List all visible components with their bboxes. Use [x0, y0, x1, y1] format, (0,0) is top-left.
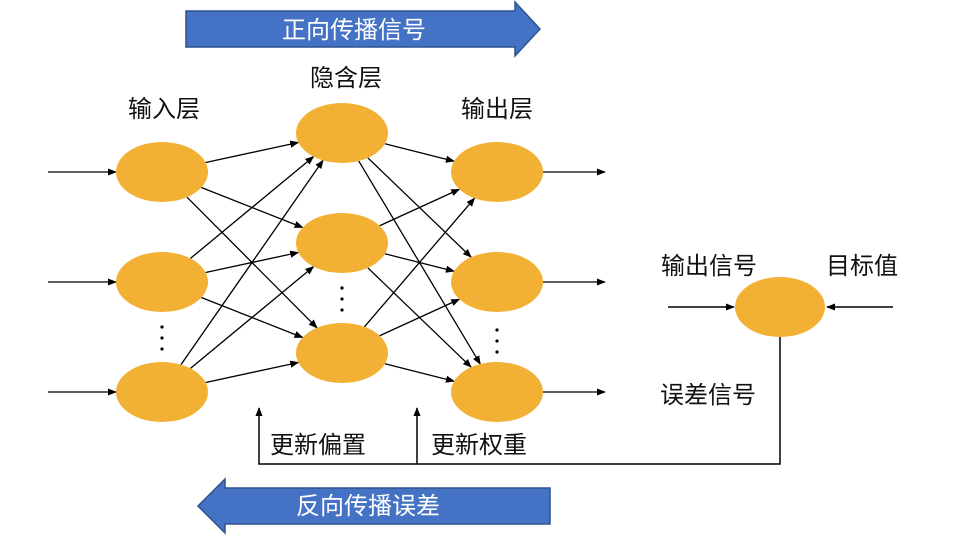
- forward-banner-arrow: [185, 0, 542, 58]
- connections: [48, 140, 606, 396]
- backward-banner-arrow: [196, 477, 551, 535]
- edge-input-2-hidden-0: [180, 159, 324, 366]
- ellipsis-output: [495, 328, 499, 354]
- output-node-1: [451, 252, 543, 312]
- forward-banner-label: 正向传播信号: [282, 16, 426, 44]
- ellipsis-hidden: [340, 286, 344, 312]
- edge-hidden-2-output-1: [379, 298, 461, 337]
- error-node: [735, 277, 825, 337]
- hidden-node-1: [296, 213, 388, 273]
- output-layer-label: 输出层: [461, 95, 533, 123]
- hidden-layer-label: 隐含层: [310, 64, 382, 92]
- update-weights-label: 更新权重: [431, 431, 527, 459]
- edge-input-2-hidden-2: [205, 360, 300, 384]
- hidden-node-0: [296, 103, 388, 163]
- error-signal-label: 误差信号: [660, 381, 756, 409]
- nodes: [116, 103, 543, 422]
- hidden-node-2: [296, 323, 388, 383]
- backward-banner-label: 反向传播误差: [296, 492, 440, 520]
- input-layer-label: 输入层: [128, 95, 200, 123]
- output-node-2: [451, 362, 543, 422]
- update-bias-label: 更新偏置: [270, 431, 366, 459]
- output-node-0: [451, 142, 543, 202]
- edge-input-0-hidden-0: [205, 140, 300, 164]
- edge-input-2-hidden-1: [190, 265, 315, 369]
- input-node-2: [116, 362, 208, 422]
- ellipsis-input: [160, 325, 164, 351]
- edge-hidden-2-output-2: [384, 363, 455, 383]
- target-value-label: 目标值: [826, 252, 898, 280]
- edge-input-1-hidden-0: [190, 155, 315, 259]
- output-signal-label: 输出信号: [661, 252, 757, 280]
- edge-hidden-0-output-0: [384, 143, 455, 163]
- edge-hidden-2-output-0: [363, 197, 476, 328]
- input-node-0: [116, 142, 208, 202]
- error-feedback-line: [255, 337, 781, 465]
- input-node-1: [116, 252, 208, 312]
- edge-hidden-1-output-0: [379, 188, 461, 227]
